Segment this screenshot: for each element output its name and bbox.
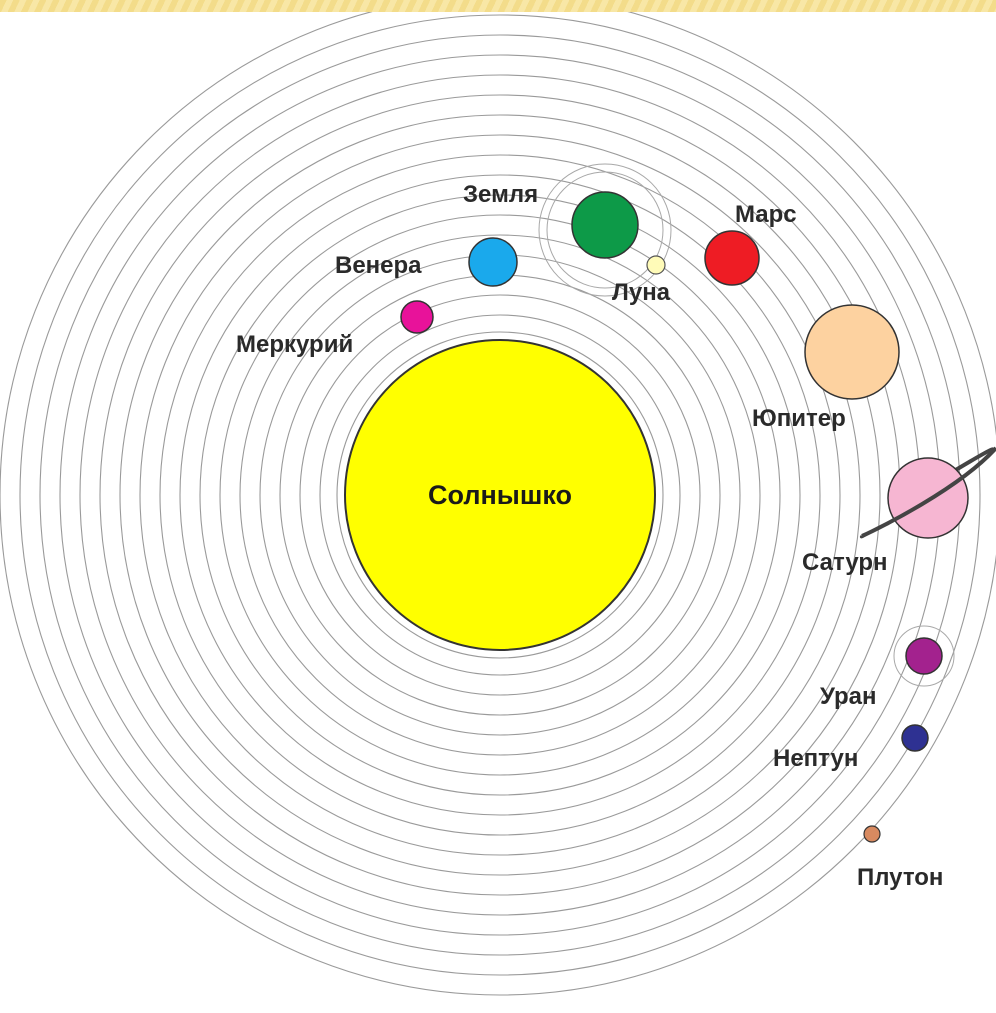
mercury-planet bbox=[400, 300, 434, 334]
orbit-ring bbox=[119, 114, 881, 876]
uranus-planet bbox=[905, 637, 943, 675]
neptune-planet bbox=[901, 724, 929, 752]
sun-label: Солнышко bbox=[428, 480, 572, 510]
orbit-ring bbox=[319, 314, 681, 676]
uranus-label: Уран bbox=[820, 683, 877, 710]
earth-moon-orbit-inner bbox=[546, 171, 664, 289]
uranus-ring bbox=[893, 625, 955, 687]
venus-planet bbox=[468, 237, 518, 287]
orbit-ring bbox=[299, 294, 701, 696]
pluto-label: Плутон bbox=[857, 864, 943, 891]
orbit-ring bbox=[219, 214, 781, 776]
sun-body bbox=[344, 339, 656, 651]
top-decorative-band bbox=[0, 0, 996, 12]
jupiter-label: Юпитер bbox=[752, 405, 846, 432]
saturn-label: Сатурн bbox=[802, 549, 888, 576]
orbit-ring bbox=[179, 174, 821, 816]
orbit-ring bbox=[159, 154, 841, 836]
orbit-ring bbox=[336, 331, 664, 659]
orbit-ring bbox=[139, 134, 861, 856]
mars-label: Марс bbox=[735, 201, 797, 228]
neptune-label: Нептун bbox=[773, 745, 858, 772]
jupiter-planet bbox=[804, 304, 900, 400]
earth-planet bbox=[571, 191, 639, 259]
earth-label: Земля bbox=[463, 181, 538, 208]
mars-planet bbox=[704, 230, 760, 286]
mercury-label: Меркурий bbox=[236, 331, 353, 358]
pluto-planet bbox=[863, 825, 881, 843]
saturn-group bbox=[859, 446, 996, 539]
saturn-ring-tip bbox=[859, 520, 891, 539]
saturn-planet bbox=[887, 457, 969, 539]
moon-label: Луна bbox=[612, 279, 671, 306]
orbit-ring bbox=[199, 194, 801, 796]
orbit-ring bbox=[19, 14, 981, 976]
orbit-ring bbox=[239, 234, 761, 756]
earth-moon-orbit-outer bbox=[538, 163, 672, 297]
venus-label: Венера bbox=[335, 252, 422, 279]
moon bbox=[646, 255, 666, 275]
